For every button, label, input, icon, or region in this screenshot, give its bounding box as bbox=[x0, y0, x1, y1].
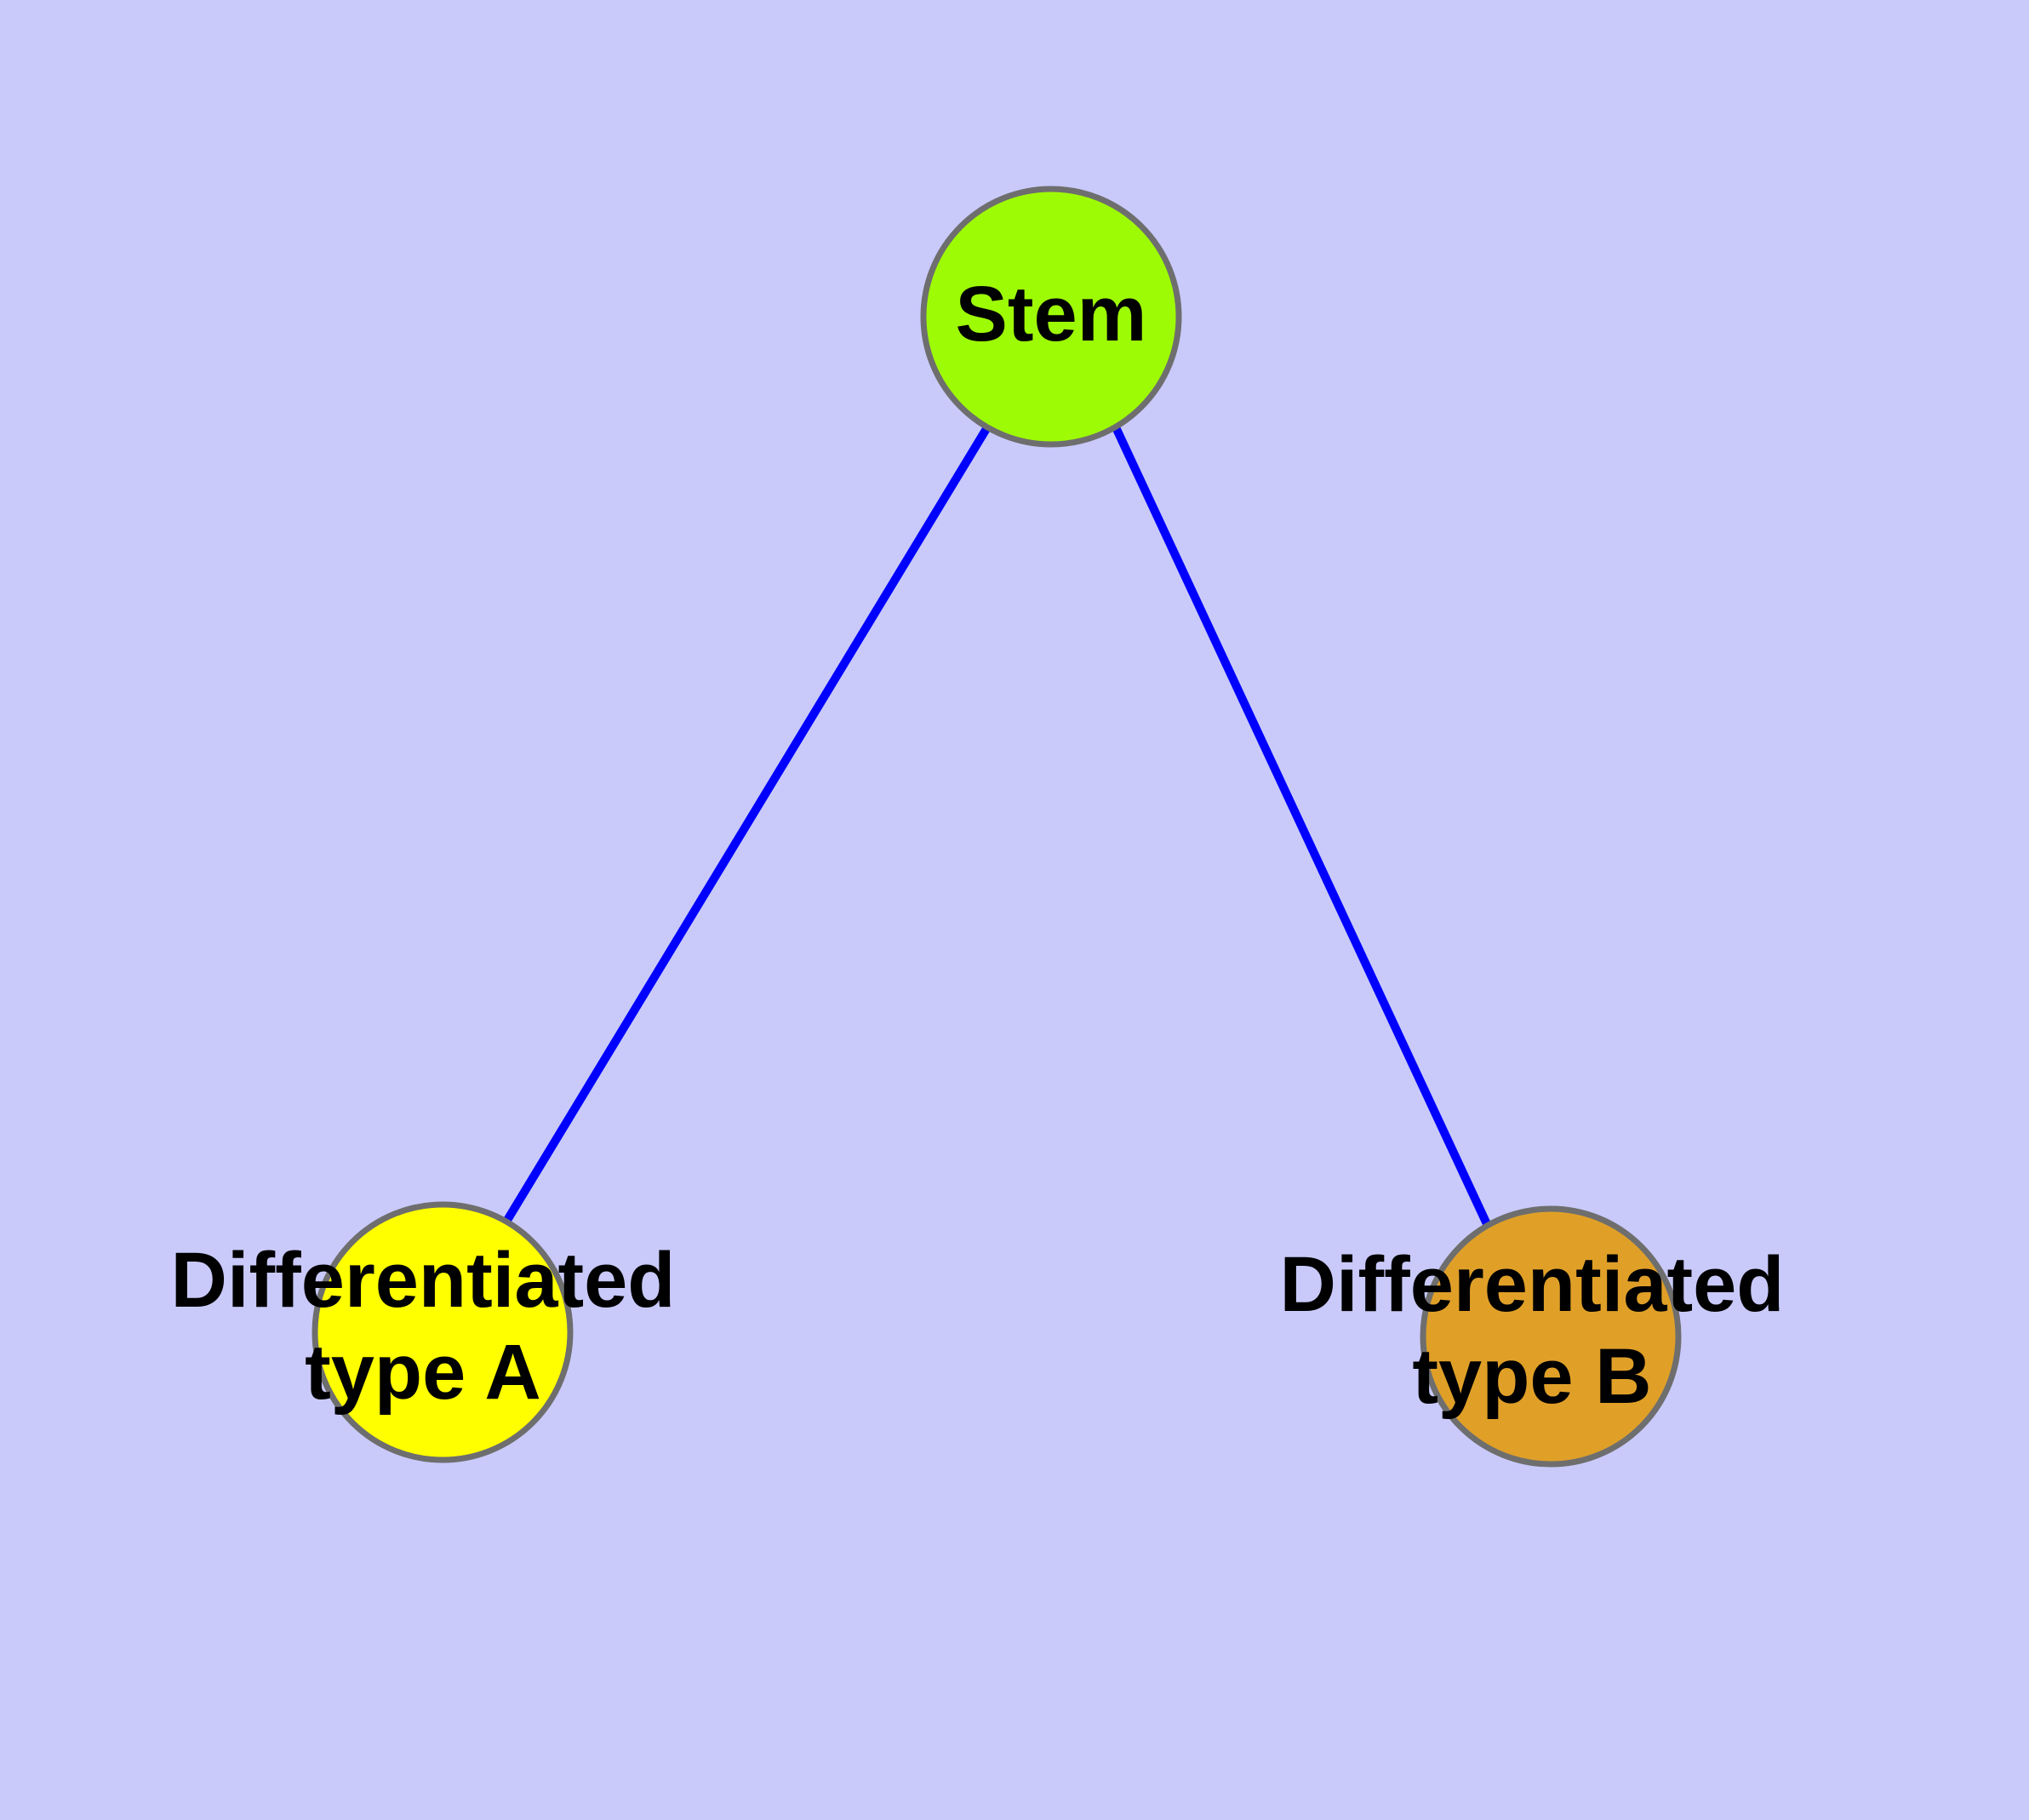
node-label-line: Stem bbox=[956, 271, 1147, 358]
edge-stem-to-diff-b[interactable] bbox=[1112, 425, 1492, 1228]
node-circle-diff_a[interactable] bbox=[311, 1201, 574, 1463]
node-label-line: type B bbox=[1412, 1333, 1651, 1420]
node-label-line: Differentiated bbox=[171, 1237, 676, 1324]
edges-group bbox=[502, 425, 1492, 1228]
node-label-stem: Stem bbox=[956, 271, 1147, 358]
node-label-line: type A bbox=[305, 1329, 541, 1416]
node-label-line: Differentiated bbox=[1280, 1241, 1785, 1328]
node-circle-diff_b[interactable] bbox=[1420, 1205, 1682, 1468]
node-circle-stem[interactable] bbox=[920, 186, 1182, 448]
nodes-group bbox=[311, 186, 1682, 1468]
edge-stem-to-diff-a[interactable] bbox=[502, 425, 992, 1224]
